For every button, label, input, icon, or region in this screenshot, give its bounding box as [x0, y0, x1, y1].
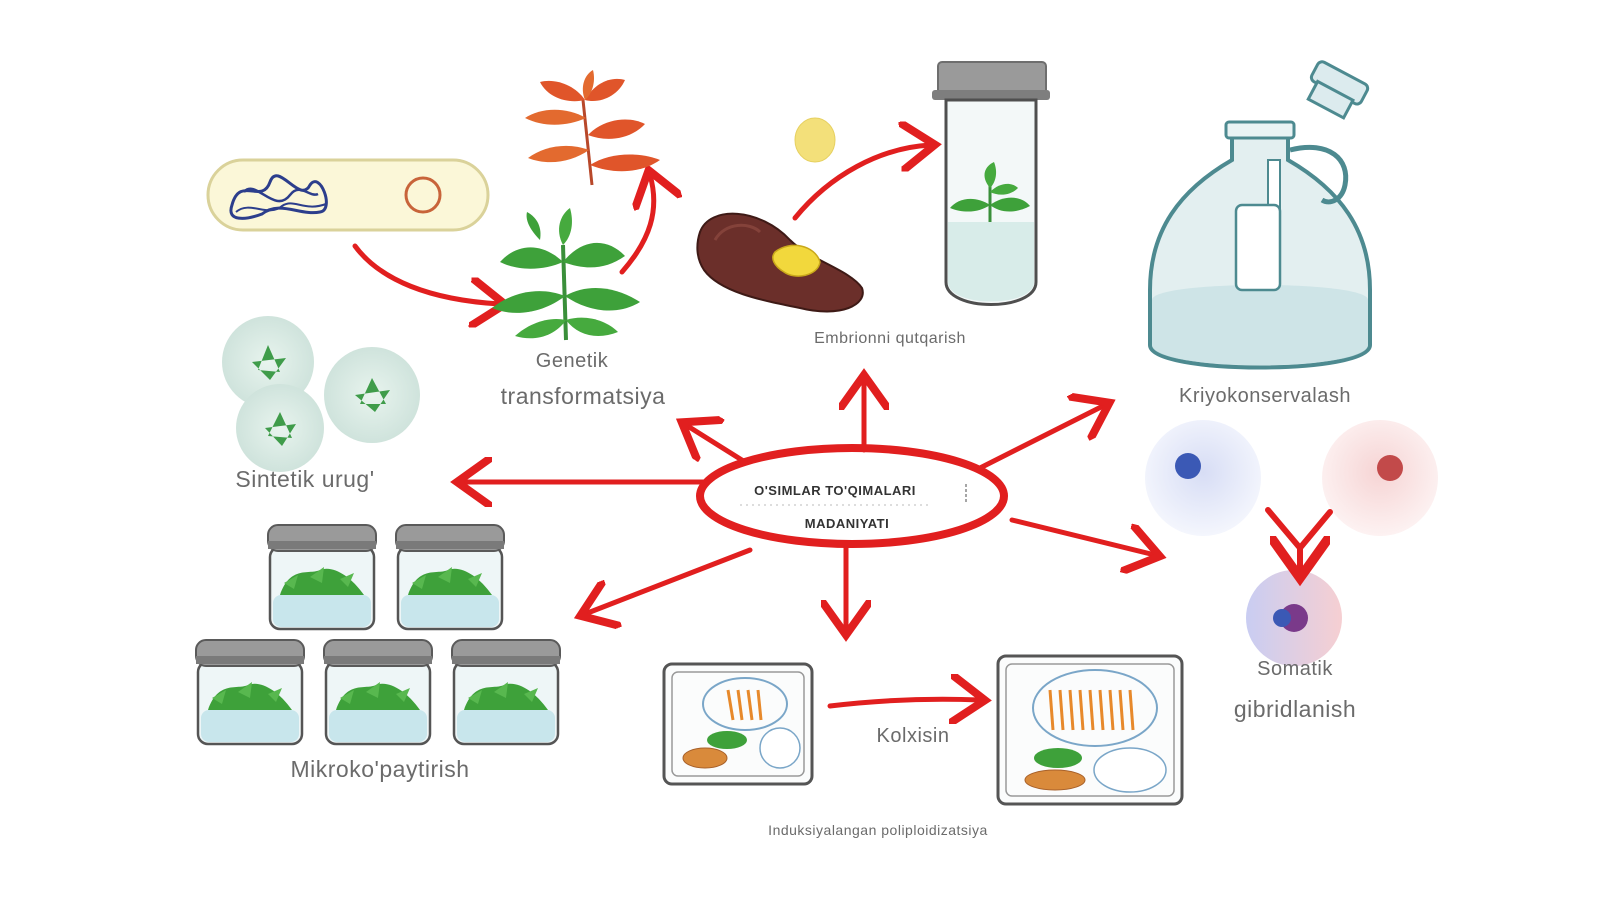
culture-jar — [323, 639, 433, 746]
label-cryopreservation: Kriyokonservalash — [1179, 385, 1351, 407]
label-colchicine: Kolxisin — [876, 725, 950, 747]
culture-jar — [267, 524, 377, 631]
cell-before-colchicine — [662, 662, 814, 786]
center-title-line2: MADANIYATI — [804, 516, 890, 531]
micropropagation-jars — [195, 524, 561, 746]
green-plant — [492, 208, 640, 341]
culture-jar — [395, 524, 505, 631]
arrow-plant-to-red-plant — [619, 175, 654, 275]
culture-jar — [451, 639, 561, 746]
arrow-bacterium-to-plant — [352, 243, 500, 304]
label-micropropagation: Mikroko'paytirish — [290, 756, 470, 782]
label-genetic-transformation-1: Genetik — [535, 350, 609, 372]
bean-seed — [696, 212, 864, 313]
cell-after-colchicine — [996, 654, 1184, 806]
label-somatic-1: Somatik — [1257, 658, 1333, 680]
arrow-to-micropropagation — [585, 547, 753, 614]
fusion-arrow — [1265, 507, 1333, 572]
arrow-to-genetic — [686, 425, 748, 465]
culture-jar — [195, 639, 305, 746]
bacterium-cell — [206, 158, 490, 232]
label-embryo-rescue: Embrionni qutqarish — [814, 330, 966, 347]
arrow-seed-to-tube — [792, 145, 930, 221]
synthetic-seeds — [222, 316, 420, 472]
arrow-to-somatic — [1009, 517, 1155, 555]
central-hub — [696, 444, 1008, 548]
cryo-dewar — [1148, 120, 1372, 370]
somatic-cells — [1145, 420, 1438, 666]
radial-arrows — [462, 380, 1155, 630]
red-plant — [525, 70, 660, 186]
label-somatic-2: gibridlanish — [1233, 696, 1357, 722]
arrow-to-cryo — [977, 405, 1105, 471]
label-synthetic-seed: Sintetik urug' — [235, 466, 375, 492]
arrow-colchicine — [827, 699, 980, 706]
label-genetic-transformation-2: transformatsiya — [500, 383, 666, 409]
embryo-ovule — [794, 117, 836, 163]
center-title-line1: O'SIMLAR TO'QIMALARI — [754, 483, 916, 498]
test-tube — [932, 61, 1050, 306]
dewar-cap — [1306, 60, 1370, 120]
label-induced-polyploidization: Induksiyalangan poliploidizatsiya — [768, 822, 988, 838]
